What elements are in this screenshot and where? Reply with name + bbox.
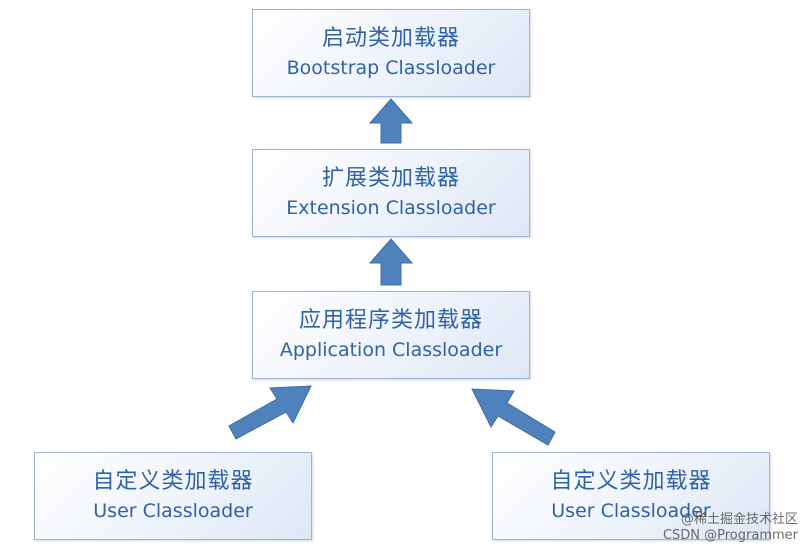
extension-zh-label: 扩展类加载器 [321, 166, 460, 191]
user-classloader-box-left: 自定义类加载器 User Classloader [34, 452, 312, 540]
watermark-line-1: @稀土掘金技术社区 [680, 512, 798, 527]
application-en-label: Application Classloader [279, 339, 503, 361]
watermark-line-2: CSDN @Programmer [662, 528, 798, 543]
extension-classloader-box: 扩展类加载器 Extension Classloader [252, 149, 530, 237]
arrow-user-right-to-application [471, 388, 556, 446]
user-right-zh-label: 自定义类加载器 [550, 469, 712, 494]
arrow-application-to-extension [368, 238, 414, 286]
user-right-en-label: User Classloader [551, 500, 711, 522]
application-classloader-box: 应用程序类加载器 Application Classloader [252, 291, 530, 379]
arrow-user-left-to-application [228, 385, 312, 440]
user-classloader-box-right: 自定义类加载器 User Classloader [492, 452, 770, 540]
bootstrap-classloader-box: 启动类加载器 Bootstrap Classloader [252, 9, 530, 97]
application-zh-label: 应用程序类加载器 [298, 308, 483, 333]
user-left-zh-label: 自定义类加载器 [92, 469, 254, 494]
extension-en-label: Extension Classloader [286, 197, 496, 219]
arrow-extension-to-bootstrap [368, 98, 414, 144]
bootstrap-en-label: Bootstrap Classloader [286, 57, 496, 79]
bootstrap-zh-label: 启动类加载器 [321, 26, 460, 51]
user-left-en-label: User Classloader [93, 500, 253, 522]
watermark: @稀土掘金技术社区 CSDN @Programmer [608, 512, 798, 544]
